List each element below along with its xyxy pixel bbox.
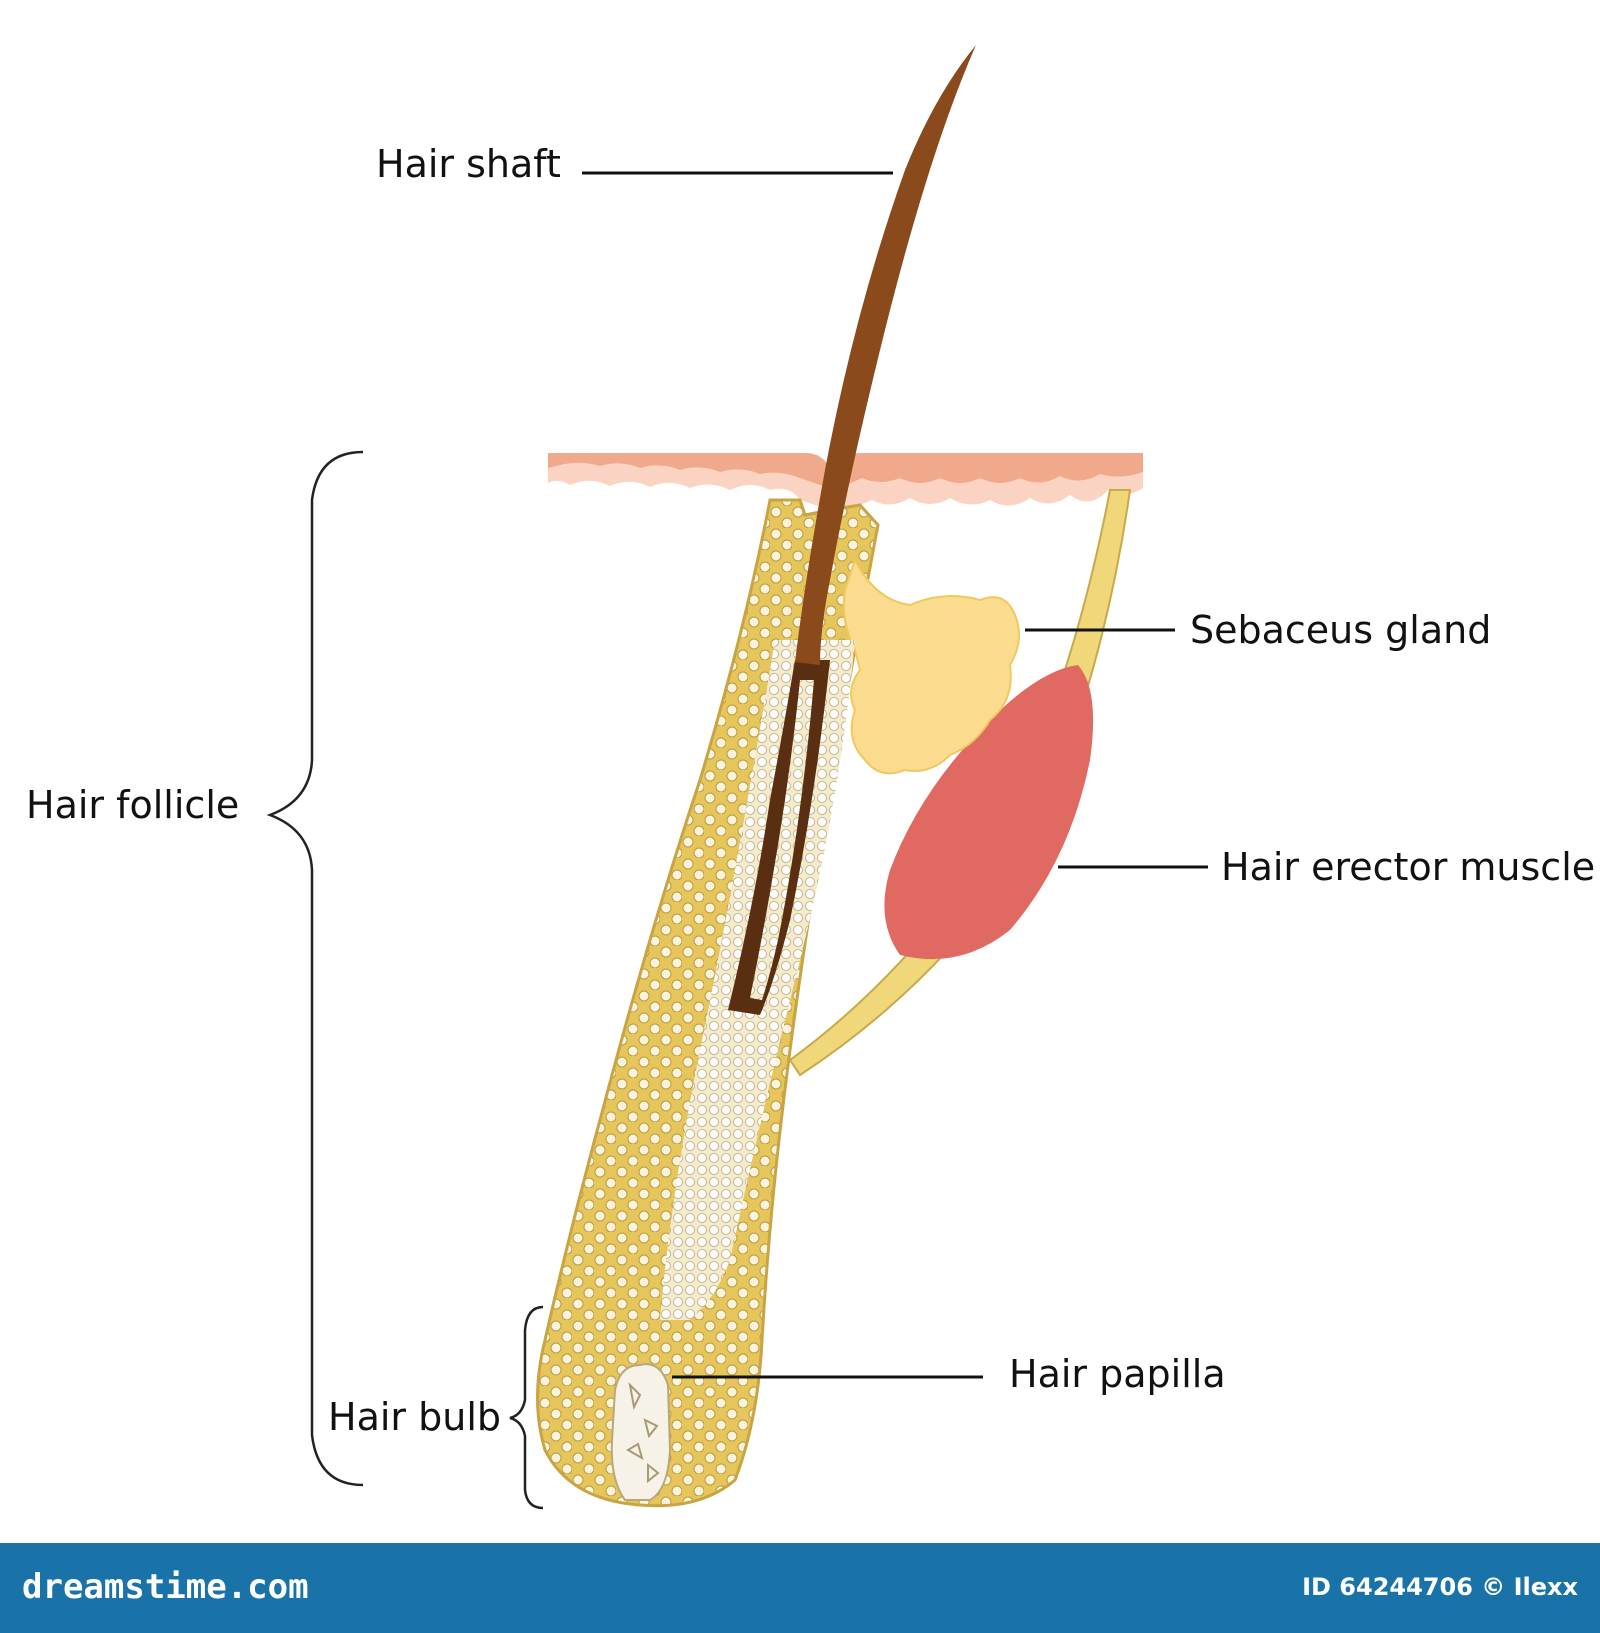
sebaceous-gland-shape	[842, 557, 1020, 775]
hair-bulb-bracket	[509, 1305, 544, 1510]
hair-erector-muscle-shape	[884, 665, 1094, 960]
hair-erector-muscle-label: Hair erector muscle	[1221, 845, 1596, 889]
hair-follicle-label: Hair follicle	[26, 783, 240, 827]
diagram-canvas	[266, 45, 1208, 1510]
hair-root-medulla	[750, 680, 814, 1000]
hair-shaft-label: Hair shaft	[376, 142, 561, 186]
hair-papilla-label: Hair papilla	[1009, 1352, 1226, 1396]
sebaceus-gland-label: Sebaceus gland	[1190, 608, 1492, 652]
hair-papilla-shape	[610, 1363, 672, 1501]
hair-shaft-shape	[795, 45, 976, 665]
hair-follicle-bracket	[266, 450, 364, 1487]
footer-site-text: dreamstime.com	[22, 1567, 309, 1607]
papilla-cells	[626, 1382, 660, 1484]
watermark-footer: dreamstime.com ID 64244706 © Ilexx	[0, 1543, 1600, 1633]
footer-id-text: ID 64244706 © Ilexx	[1302, 1573, 1578, 1601]
hair-bulb-label: Hair bulb	[328, 1395, 502, 1439]
